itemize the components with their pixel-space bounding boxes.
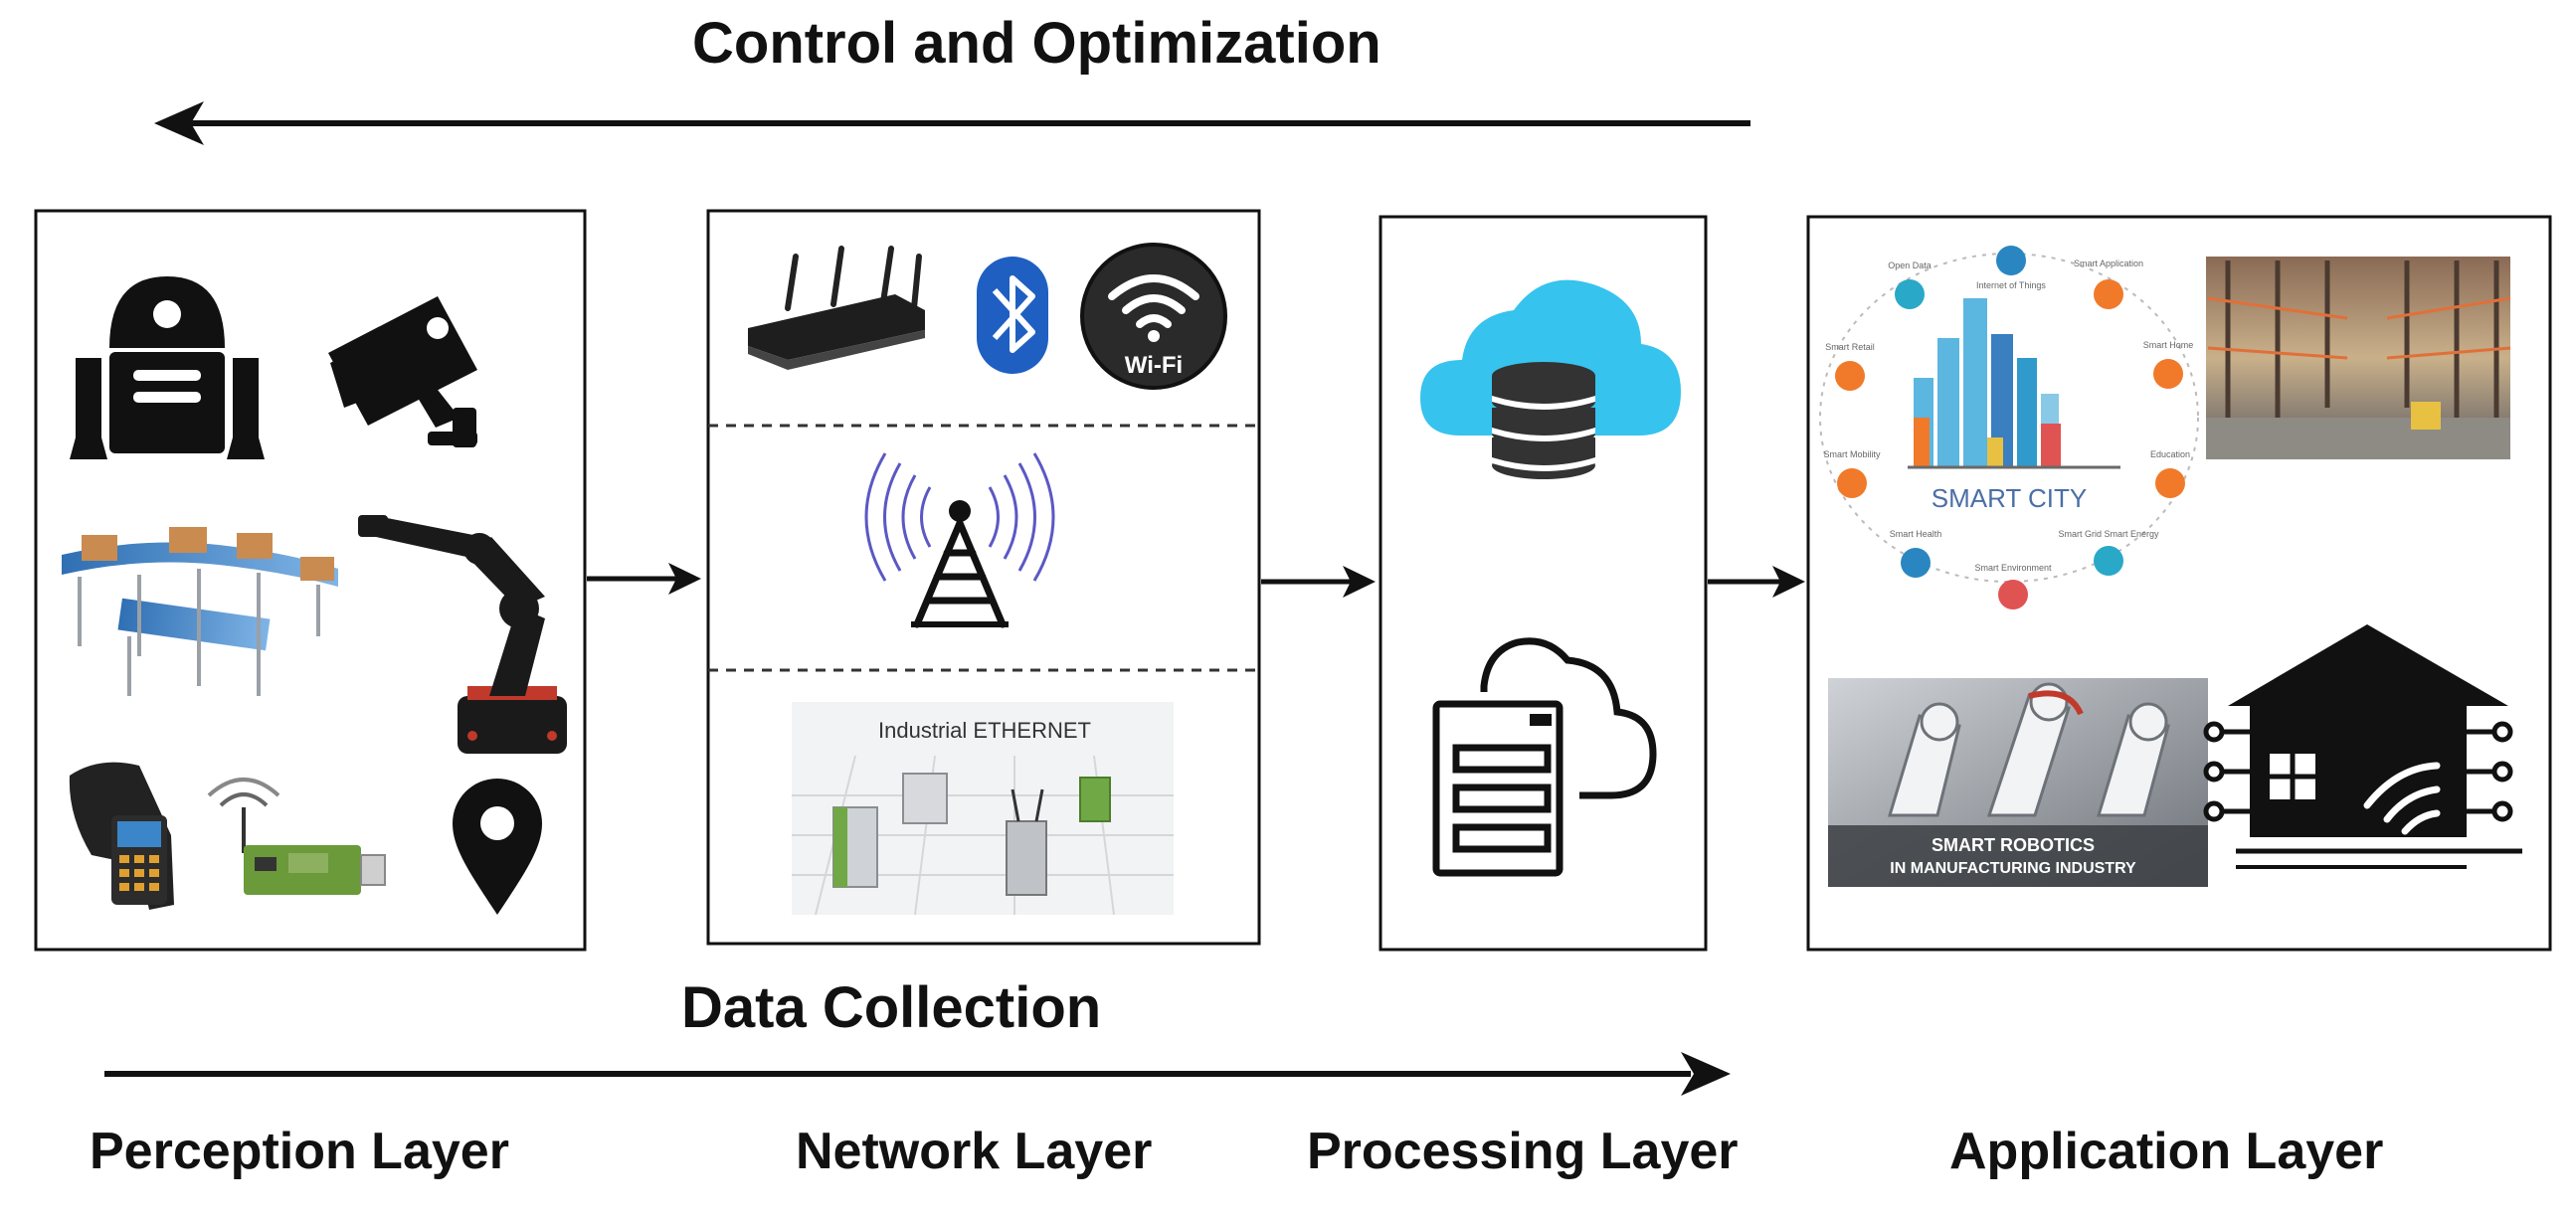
bluetooth-icon xyxy=(977,257,1048,374)
cloud-database-icon xyxy=(1420,279,1681,479)
smart-city-node-label: Smart Application xyxy=(2074,259,2143,268)
smart-city-node-label: Education xyxy=(2150,449,2190,459)
smart-city-node-label: Internet of Things xyxy=(1976,280,2046,290)
robotics-caption-line1: SMART ROBOTICS xyxy=(1932,835,2095,855)
smart-city-node-label: Smart Home xyxy=(2143,340,2194,350)
industrial-ethernet-image: Industrial ETHERNET xyxy=(792,702,1174,916)
radio-tower-icon xyxy=(864,452,1055,628)
network-layer-label: Network Layer xyxy=(796,1123,1153,1180)
smart-home-icon xyxy=(2203,624,2522,869)
smart-city-node-label: Smart Health xyxy=(1890,529,1942,539)
smart-city-node-label: Smart Mobility xyxy=(1823,449,1881,459)
conveyor-belt-image xyxy=(62,527,338,696)
smart-city-title: SMART CITY xyxy=(1932,483,2088,513)
control-optimization-label: Control and Optimization xyxy=(692,11,1381,76)
network-to-processing-arrow xyxy=(1261,566,1376,598)
location-pin-icon xyxy=(453,779,542,915)
smart-city-node-label: Smart Retail xyxy=(1825,342,1875,352)
data-collection-label: Data Collection xyxy=(681,975,1102,1040)
smart-city-node-label: Smart Environment xyxy=(1974,563,2052,573)
security-camera-icon xyxy=(328,296,477,447)
processing-to-application-arrow xyxy=(1708,566,1805,598)
processing-layer-label: Processing Layer xyxy=(1307,1123,1739,1180)
wireless-sensor-board-icon xyxy=(207,778,386,895)
perception-layer-label: Perception Layer xyxy=(90,1123,509,1180)
wifi-icon: Wi-Fi xyxy=(1080,243,1227,390)
perception-to-network-arrow xyxy=(587,563,701,595)
wifi-label: Wi-Fi xyxy=(1125,352,1183,379)
smart-city-node-label: Open Data xyxy=(1888,261,1932,270)
router-icon xyxy=(748,246,925,370)
robot-icon xyxy=(70,276,265,459)
control-arrow xyxy=(154,101,1750,145)
robotic-arm-icon xyxy=(358,515,567,754)
warehouse-photo xyxy=(2206,257,2511,459)
smart-robotics-image: SMART ROBOTICS IN MANUFACTURING INDUSTRY xyxy=(1828,678,2208,887)
application-layer-label: Application Layer xyxy=(1949,1123,2384,1180)
smart-city-infographic: SMART CITY Internet of Things Smart Appl… xyxy=(1819,246,2199,610)
ethernet-caption: Industrial ETHERNET xyxy=(878,718,1091,743)
handheld-scanner-icon xyxy=(69,762,174,910)
robotics-caption-line2: IN MANUFACTURING INDUSTRY xyxy=(1890,860,2136,877)
smart-city-node-label: Smart Grid Smart Energy xyxy=(2058,529,2159,539)
data-collection-arrow xyxy=(104,1052,1731,1096)
cloud-server-icon xyxy=(1432,637,1657,877)
